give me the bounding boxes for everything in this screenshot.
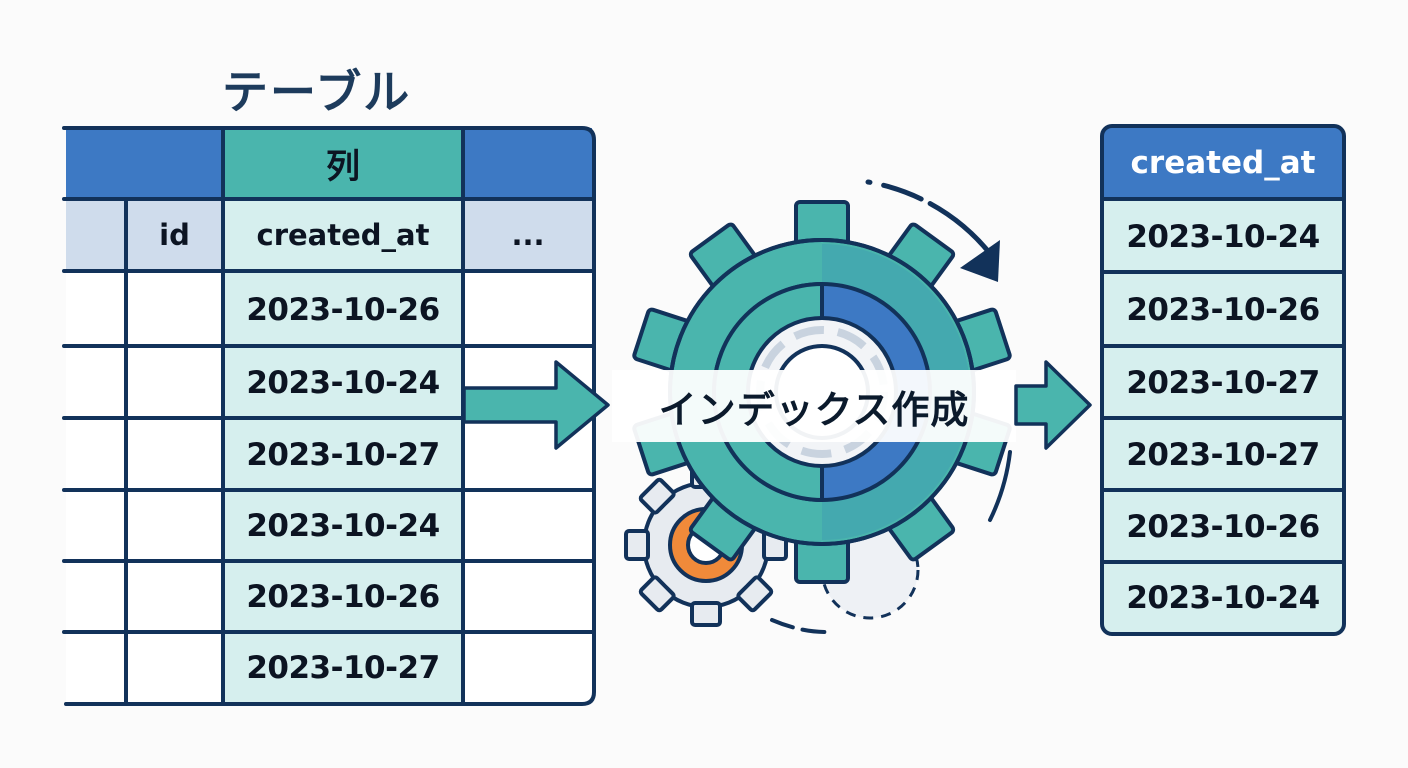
- table-title: テーブル: [222, 65, 412, 119]
- id-subheader: id: [159, 218, 190, 252]
- index-column-grid: [1100, 124, 1346, 636]
- index-cell: 2023-10-26: [1126, 292, 1320, 328]
- index-header: created_at: [1130, 145, 1316, 181]
- table-cell: 2023-10-26: [246, 292, 440, 328]
- table-cell: 2023-10-27: [246, 650, 440, 686]
- table-cell: 2023-10-24: [246, 364, 440, 401]
- arrow-into-index: [1014, 360, 1092, 450]
- rotation-arrow-icon: [865, 179, 995, 259]
- index-cell: 2023-10-26: [1126, 508, 1320, 545]
- more-columns-subheader: ...: [511, 218, 545, 252]
- column-header: 列: [326, 146, 360, 187]
- source-table-grid: [62, 126, 596, 706]
- process-label-band: [612, 370, 1016, 442]
- table-cell: 2023-10-24: [246, 508, 440, 544]
- index-cell: 2023-10-27: [1126, 364, 1320, 401]
- table-cell: 2023-10-27: [246, 436, 440, 473]
- created-at-subheader: created_at: [256, 218, 430, 252]
- index-cell: 2023-10-24: [1126, 218, 1320, 255]
- table-cell: 2023-10-26: [246, 579, 440, 615]
- index-cell: 2023-10-24: [1126, 580, 1320, 616]
- index-cell: 2023-10-27: [1126, 436, 1320, 473]
- arrow-into-process: [462, 360, 610, 450]
- process-label: インデックス作成: [658, 387, 970, 432]
